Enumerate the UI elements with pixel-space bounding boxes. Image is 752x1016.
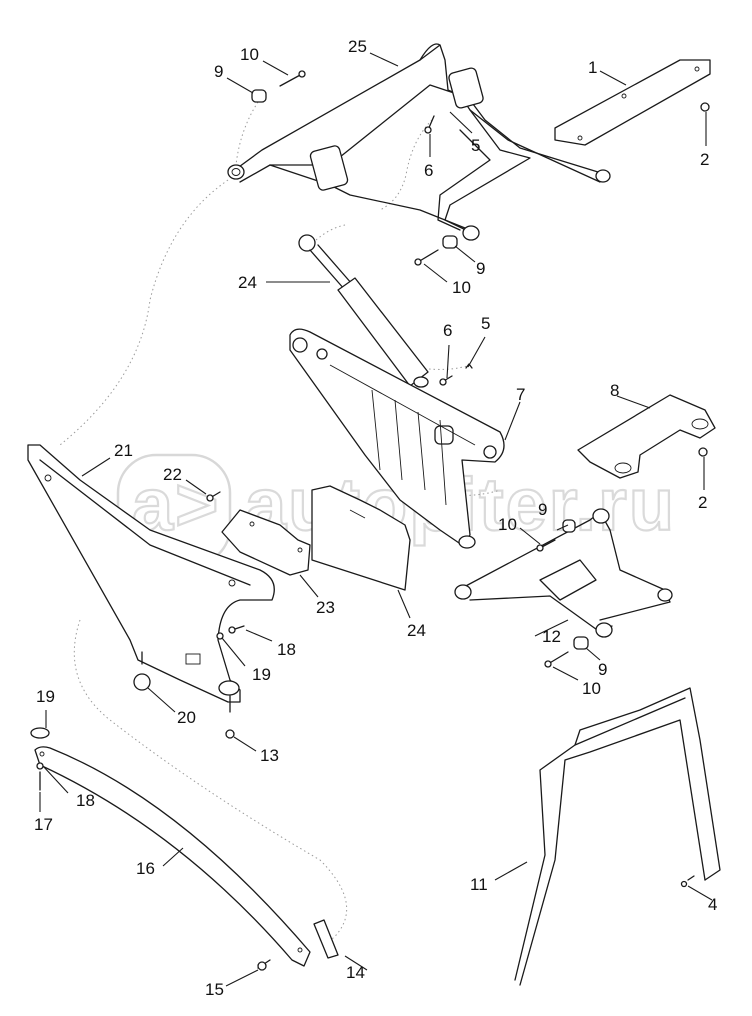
callout-6: 6 [443, 321, 452, 340]
callout-12: 12 [542, 627, 561, 646]
callout-10: 10 [498, 515, 517, 534]
part-11-tubular-frame [514, 687, 721, 986]
callout-13: 13 [260, 746, 279, 765]
callout-9: 9 [538, 500, 547, 519]
part-25-upper-frame [227, 43, 611, 241]
callout-8: 8 [610, 381, 619, 400]
callout-24: 24 [238, 273, 257, 292]
callout-2: 2 [698, 493, 707, 512]
callout-19: 19 [36, 687, 55, 706]
callout-21: 22 [163, 465, 182, 484]
part-8-bracket-plate [577, 394, 716, 479]
callout-18: 18 [76, 791, 95, 810]
callout-17: 18 [277, 640, 296, 659]
leader-lines [39, 52, 713, 987]
part-16-curved-arm [30, 727, 339, 971]
callout-7: 7 [516, 385, 525, 404]
callout-22: 23 [316, 598, 335, 617]
callout-6: 6 [424, 161, 433, 180]
fasteners-top [251, 70, 458, 266]
callout-10: 10 [240, 45, 259, 64]
callouts: 9 10 25 1 2 6 5 9 10 24 6 5 7 8 2 21 22 … [34, 37, 717, 999]
part-7-seat-frame [289, 328, 505, 549]
callout-9: 9 [598, 660, 607, 679]
callout-19: 20 [177, 708, 196, 727]
fasteners-mid [216, 625, 245, 739]
callout-1: 1 [588, 58, 597, 77]
callout-25: 25 [348, 37, 367, 56]
part-1-plate [554, 59, 711, 146]
callout-9: 9 [214, 62, 223, 81]
callout-23: 24 [407, 621, 426, 640]
callout-10: 10 [452, 278, 471, 297]
callout-9: 9 [476, 259, 485, 278]
bushing-9 [251, 89, 267, 103]
callout-15: 15 [205, 980, 224, 999]
part-23-panel [311, 485, 411, 591]
callout-5: 5 [471, 136, 480, 155]
callout-18: 19 [252, 665, 271, 684]
callout-20: 21 [114, 441, 133, 460]
callout-14: 14 [346, 963, 365, 982]
callout-4: 4 [708, 895, 717, 914]
callout-16: 16 [136, 859, 155, 878]
part-24-gas-spring [298, 234, 473, 388]
callout-17: 17 [34, 815, 53, 834]
part-22-bracket [206, 491, 311, 576]
callout-10: 10 [582, 679, 601, 698]
part-2-nut [698, 102, 710, 457]
part-12-lower-arm [454, 508, 673, 668]
part-20-side-frame [27, 444, 275, 713]
callout-5: 5 [481, 314, 490, 333]
callout-11: 11 [470, 875, 488, 894]
callout-2: 2 [700, 150, 709, 169]
